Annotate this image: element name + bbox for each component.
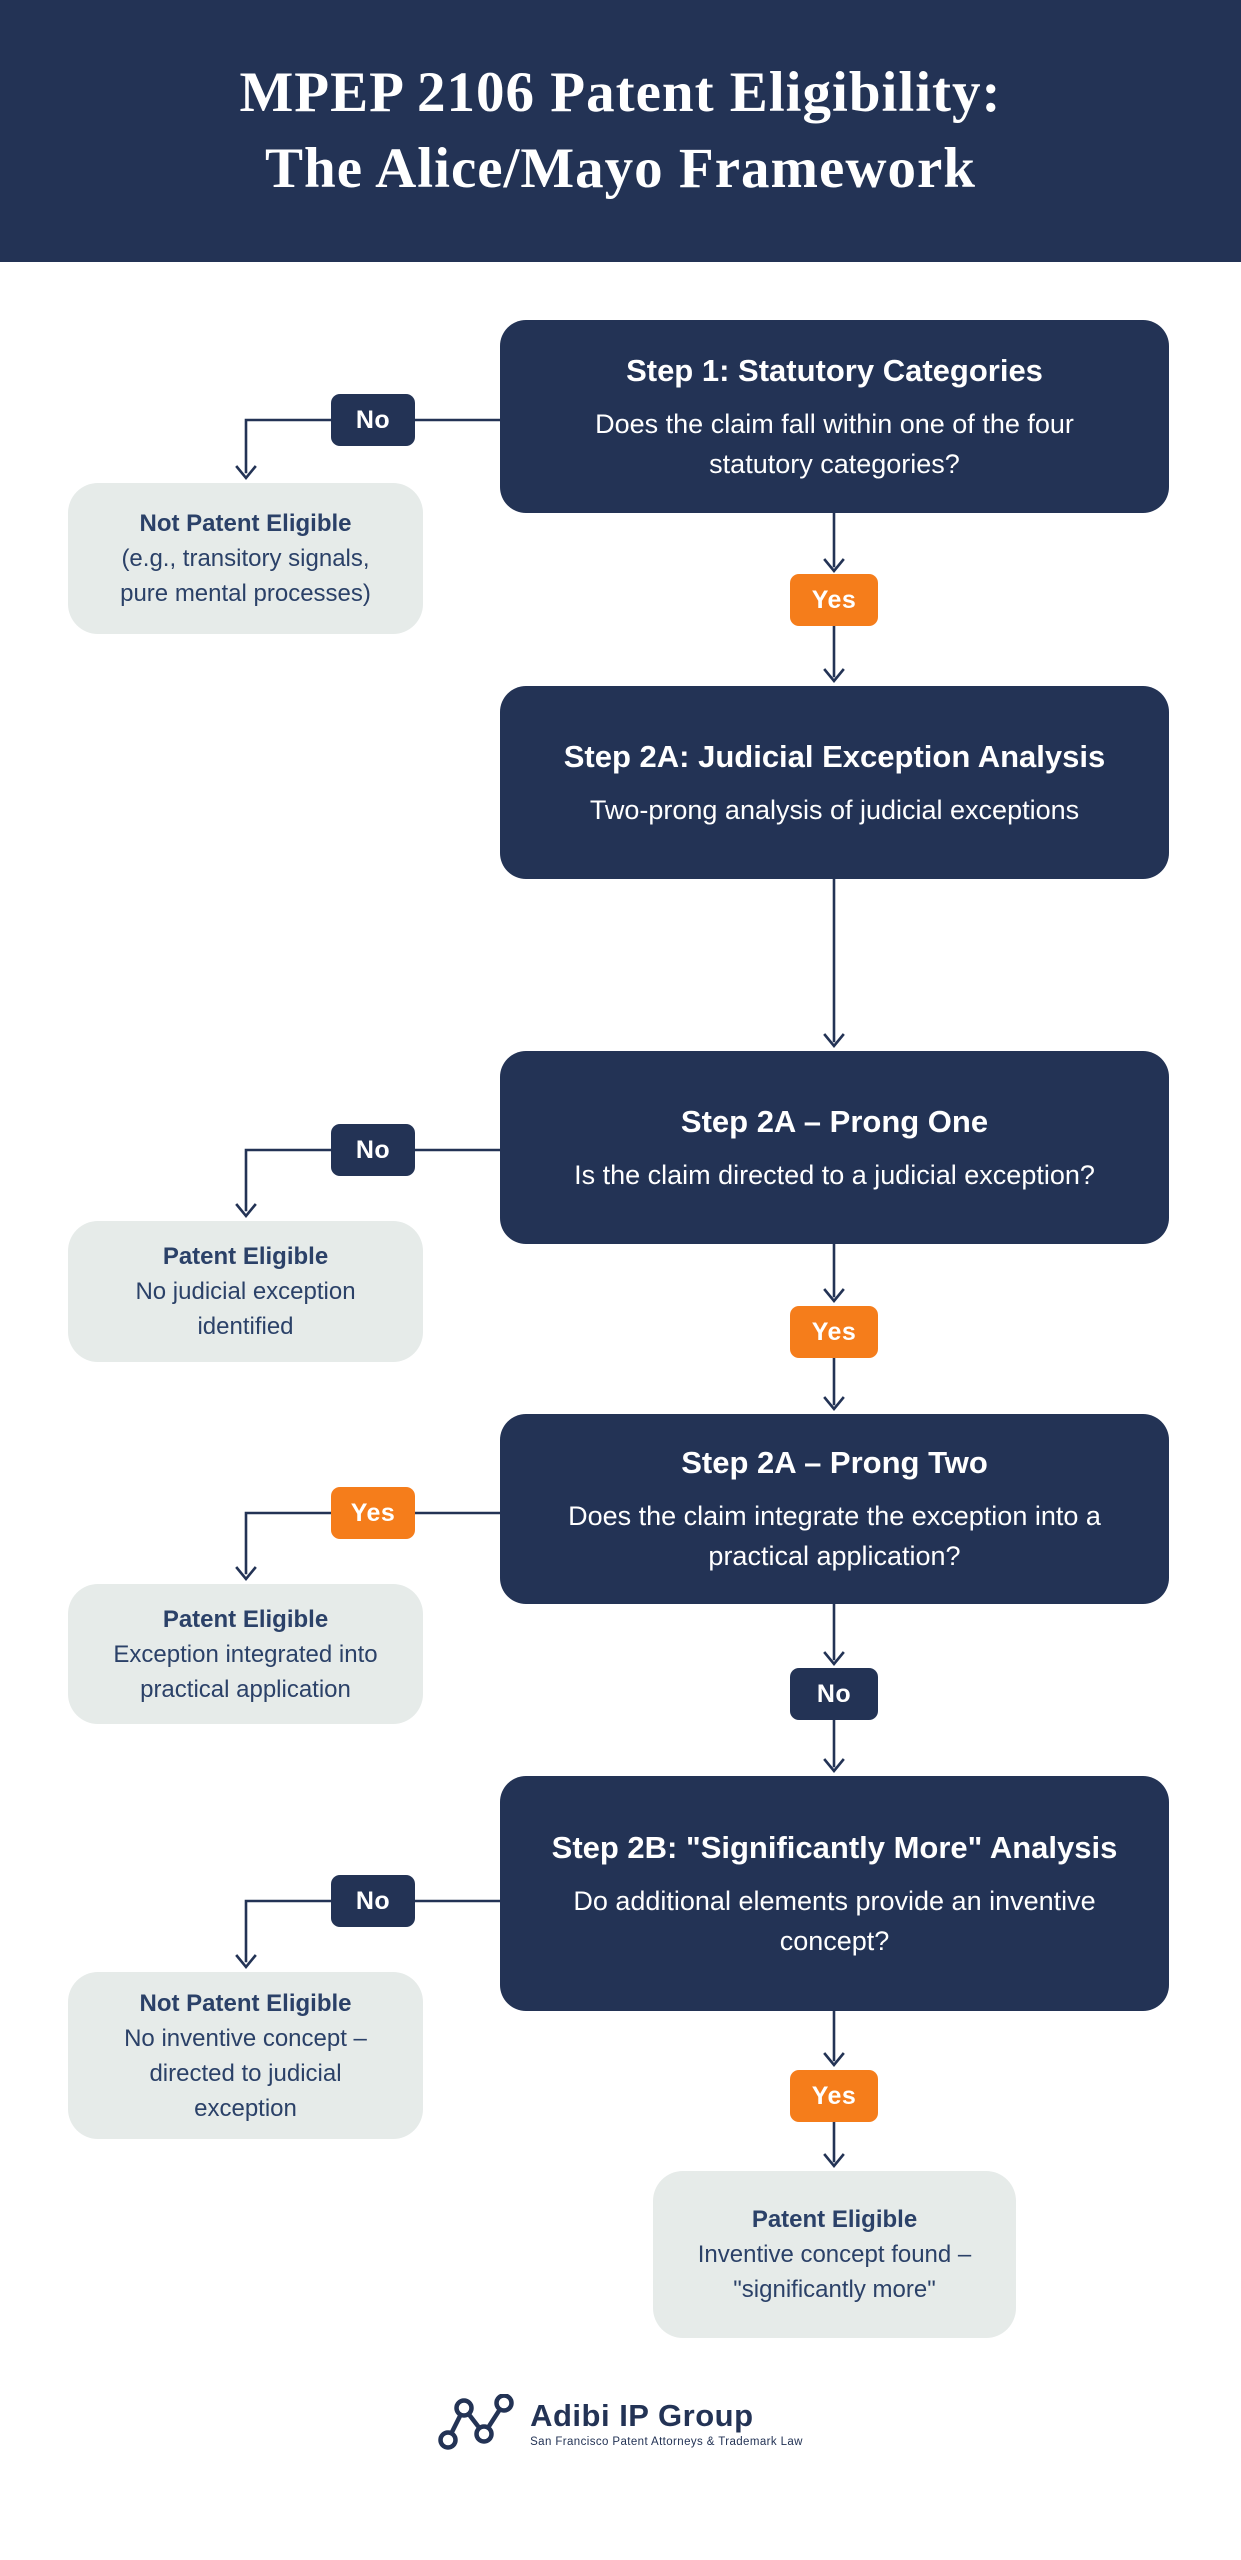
- step2a-title: Step 2A: Judicial Exception Analysis: [563, 738, 1106, 774]
- logo-text: Adibi IP Group San Francisco Patent Atto…: [530, 2397, 803, 2448]
- step2b-title: Step 2B: "Significantly More" Analysis: [551, 1829, 1118, 1865]
- brand-name: Adibi IP Group: [530, 2397, 754, 2433]
- prong-two-title: Step 2A – Prong Two: [681, 1445, 988, 1480]
- result-title: Not Patent Eligible: [139, 1989, 352, 2017]
- badge-step1-no: No: [331, 394, 415, 446]
- badge-step1-yes: Yes: [790, 574, 878, 626]
- result-eligible-prong-two: Patent Eligible Exception integrated int…: [68, 1584, 423, 1724]
- result-body: No inventive concept – directed to judic…: [124, 2024, 367, 2122]
- side-branch-arrows: [235, 418, 502, 1970]
- step2b-box: Step 2B: "Significantly More" Analysis D…: [500, 1776, 1169, 2011]
- result-title: Patent Eligible: [162, 1605, 329, 1633]
- badge-prong-one-no: No: [331, 1124, 415, 1176]
- result-not-eligible-step1: Not Patent Eligible (e.g., transitory si…: [68, 483, 423, 634]
- brand-tagline: San Francisco Patent Attorneys & Tradema…: [530, 2435, 803, 2448]
- step1-box: Step 1: Statutory Categories Does the cl…: [500, 320, 1169, 513]
- result-body: (e.g., transitory signals, pure mental p…: [120, 545, 371, 607]
- step2a-prong-two-box: Step 2A – Prong Two Does the claim integ…: [500, 1414, 1169, 1604]
- prong-one-title: Step 2A – Prong One: [680, 1103, 989, 1139]
- result-not-eligible-step2b: Not Patent Eligible No inventive concept…: [68, 1972, 423, 2139]
- step2a-prong-one-box: Step 2A – Prong One Is the claim directe…: [500, 1051, 1169, 1244]
- center-flow-arrows: [823, 511, 845, 2169]
- step2a-subtitle: Two-prong analysis of judicial exception…: [589, 794, 1080, 825]
- result-body: Exception integrated into practical appl…: [113, 1640, 378, 1703]
- badge-prong-two-yes: Yes: [331, 1487, 415, 1539]
- badge-prong-two-no: No: [790, 1668, 878, 1720]
- page-title-line1: MPEP 2106 Patent Eligibility:: [239, 61, 1002, 124]
- prong-two-subtitle: Does the claim integrate the exception i…: [568, 1501, 1101, 1571]
- badge-step2b-no: No: [331, 1875, 415, 1927]
- result-eligible-step2b: Patent Eligible Inventive concept found …: [653, 2171, 1016, 2338]
- step1-subtitle: Does the claim fall within one of the fo…: [595, 408, 1074, 479]
- step1-title: Step 1: Statutory Categories: [626, 352, 1043, 388]
- header: MPEP 2106 Patent Eligibility: The Alice/…: [0, 0, 1241, 262]
- result-body: No judicial exception identified: [135, 1278, 356, 1340]
- result-title: Not Patent Eligible: [139, 510, 352, 537]
- footer-logo: Adibi IP Group San Francisco Patent Atto…: [0, 2394, 1241, 2452]
- prong-one-subtitle: Is the claim directed to a judicial exce…: [574, 1159, 1095, 1190]
- result-eligible-prong-one: Patent Eligible No judicial exception id…: [68, 1221, 423, 1362]
- badge-step2b-yes: Yes: [790, 2070, 878, 2122]
- result-title: Patent Eligible: [162, 1243, 329, 1270]
- step2a-box: Step 2A: Judicial Exception Analysis Two…: [500, 686, 1169, 879]
- result-title: Patent Eligible: [751, 2206, 918, 2233]
- badge-prong-one-yes: Yes: [790, 1306, 878, 1358]
- step2b-subtitle: Do additional elements provide an invent…: [573, 1885, 1096, 1956]
- result-body: Inventive concept found – "significantly…: [697, 2241, 972, 2303]
- line-chart-icon: [438, 2394, 514, 2452]
- page-title-line2: The Alice/Mayo Framework: [264, 137, 976, 200]
